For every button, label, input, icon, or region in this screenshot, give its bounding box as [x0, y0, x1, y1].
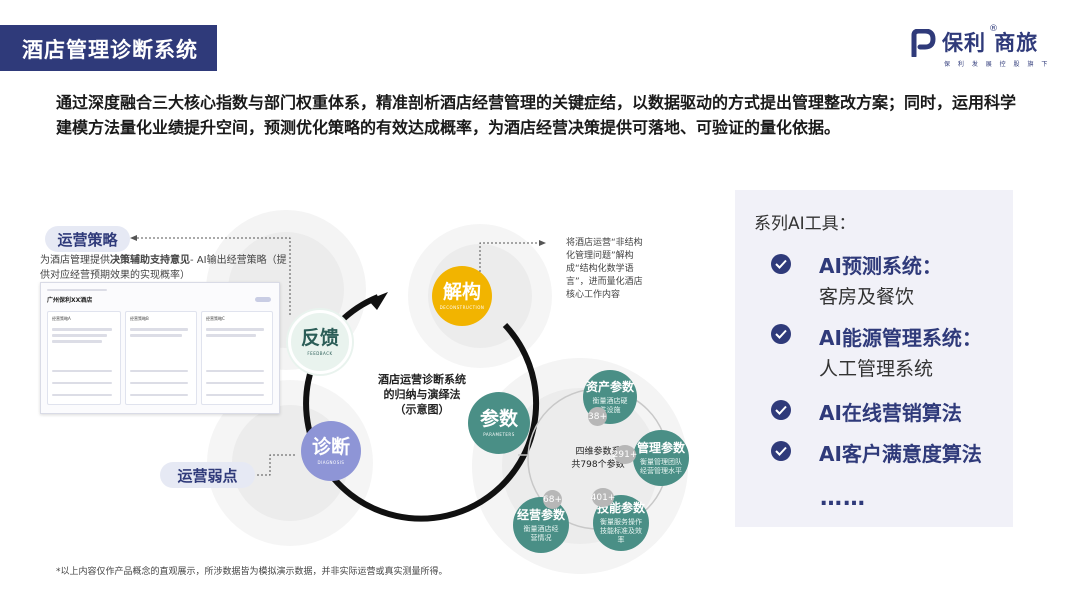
mockup-card-b: 经营策略B — [125, 311, 197, 405]
deconstruct-note-line: 化管理问题”解构 — [566, 251, 634, 261]
ai-tools-title: 系列AI工具： — [754, 214, 856, 234]
sub-node-asset: 资产参数 衡量酒店硬件设施 — [583, 370, 637, 424]
check-icon — [771, 441, 791, 461]
sub-node-desc: 衡量酒店硬件设施 — [592, 396, 628, 414]
params-center-label: 四维参数系 共798个参数 — [548, 446, 648, 472]
node-parameters: 参数 PARAMETERS — [468, 392, 530, 454]
center-line-3: （示意图） — [394, 403, 450, 416]
sub-node-desc: 衡量酒店经营情况 — [523, 524, 559, 542]
sub-node-name: 资产参数 — [585, 379, 634, 394]
tool-name: AI在线营销算法 — [819, 401, 962, 425]
deconstruct-note-line: 言”，进而量化酒店 — [566, 277, 643, 287]
node-diagnosis-en: DIAGNOSIS — [317, 460, 345, 465]
deconstruct-note-line: 成“结构化数学语 — [566, 264, 634, 274]
node-feedback: 反馈 FEEDBACK — [288, 310, 352, 374]
ai-tools-panel — [735, 190, 1013, 527]
mockup-card-c: 经营策略C — [201, 311, 273, 405]
registered-mark: ® — [989, 24, 998, 34]
footnote: *以上内容仅作产品概念的直观展示，所涉数据皆为模拟演示数据，并非实际运营或真实测… — [56, 567, 448, 577]
tool-sub: 客房及餐饮 — [819, 286, 915, 308]
logo-text: 保利 商旅 — [942, 31, 1039, 55]
tool-name: AI预测系统： — [819, 254, 942, 278]
deconstruct-note: 将酒店运营“非结构 化管理问题”解构 成“结构化数学语 言”，进而量化酒店 核心… — [566, 237, 676, 302]
title-bar — [0, 25, 217, 71]
strategy-note-plain: 为酒店管理提供 — [40, 255, 110, 266]
poly-logo-icon — [910, 28, 936, 59]
more-tools-ellipsis: …… — [820, 486, 866, 511]
check-icon — [771, 400, 791, 420]
node-feedback-cn: 反馈 — [300, 327, 339, 349]
params-center-line-1: 四维参数系 — [575, 447, 621, 457]
node-parameters-cn: 参数 — [479, 408, 518, 430]
node-feedback-en: FEEDBACK — [307, 351, 333, 356]
strategy-note: 为酒店管理提供决策辅助支持意见- AI输出经营策略（提供对应经营预期效果的实现概… — [40, 253, 295, 283]
params-center-line-2: 共798个参数 — [571, 460, 625, 470]
node-diagnosis: 诊断 DIAGNOSIS — [301, 421, 361, 481]
deconstruct-note-line: 核心工作内容 — [566, 290, 621, 300]
asset-count-badge: 38+ — [588, 407, 607, 426]
page-title: 酒店管理诊断系统 — [22, 38, 198, 62]
tool-name: AI能源管理系统： — [819, 326, 982, 350]
mockup-hotel-name: 广州保利XX酒店 — [47, 297, 93, 304]
mockup-card-a: 经营策略A — [47, 311, 121, 405]
node-diagnosis-cn: 诊断 — [311, 436, 350, 458]
intro-paragraph: 通过深度融合三大核心指数与部门权重体系，精准剖析酒店经营管理的关键症结，以数据驱… — [56, 93, 1017, 137]
skill-count-badge: 401+ — [591, 488, 615, 507]
mockup-card-title: 经营策略A — [52, 316, 71, 321]
sub-node-operation: 经营参数 衡量酒店经营情况 — [513, 497, 569, 553]
strategy-note-bold: 决策辅助支持意见 — [110, 255, 190, 266]
mockup-card-title: 经营策略C — [206, 316, 225, 321]
node-deconstruct-cn: 解构 — [442, 281, 481, 303]
sub-node-desc: 衡量管理团队经营管理水平 — [640, 457, 682, 475]
cycle-center-label: 酒店运营诊断系统 的归纳与演绎法 （示意图） — [362, 372, 482, 417]
sub-node-management: 管理参数 衡量管理团队经营管理水平 — [633, 430, 689, 486]
check-icon — [771, 254, 791, 274]
sub-node-name: 经营参数 — [516, 507, 565, 522]
logo-slogan: 保 利 发 展 控 股 旗 下 — [944, 61, 1051, 68]
center-line-1: 酒店运营诊断系统 — [378, 373, 466, 386]
tool-name: AI客户满意度算法 — [819, 442, 982, 466]
mockup-card-title: 经营策略B — [130, 316, 149, 321]
mockup-button — [255, 297, 271, 302]
sub-node-desc: 衡量服务操作技能标准及效率 — [600, 518, 642, 544]
check-icon — [771, 324, 791, 344]
center-line-2: 的归纳与演绎法 — [383, 388, 461, 401]
node-parameters-en: PARAMETERS — [483, 432, 515, 437]
strategy-pill: 运营策略 — [45, 226, 130, 252]
management-count-badge: 291+ — [613, 445, 637, 464]
tool-sub: 人工管理系统 — [819, 358, 934, 380]
sub-node-name: 管理参数 — [636, 440, 685, 455]
operation-count-badge: 68+ — [543, 490, 562, 509]
strategy-mockup: 广州保利XX酒店 经营策略A 经营策略B 经营策略C — [40, 282, 280, 414]
node-deconstruct-en: DECONSTRUCTION — [439, 305, 485, 310]
node-deconstruct: 解构 DECONSTRUCTION — [432, 266, 492, 326]
weakness-pill: 运营弱点 — [160, 462, 255, 488]
strategy-note-rest: - AI输出经营策略（提供对应经营预期效果的实现概率） — [40, 255, 287, 281]
deconstruct-note-line: 将酒店运营“非结构 — [566, 238, 643, 248]
